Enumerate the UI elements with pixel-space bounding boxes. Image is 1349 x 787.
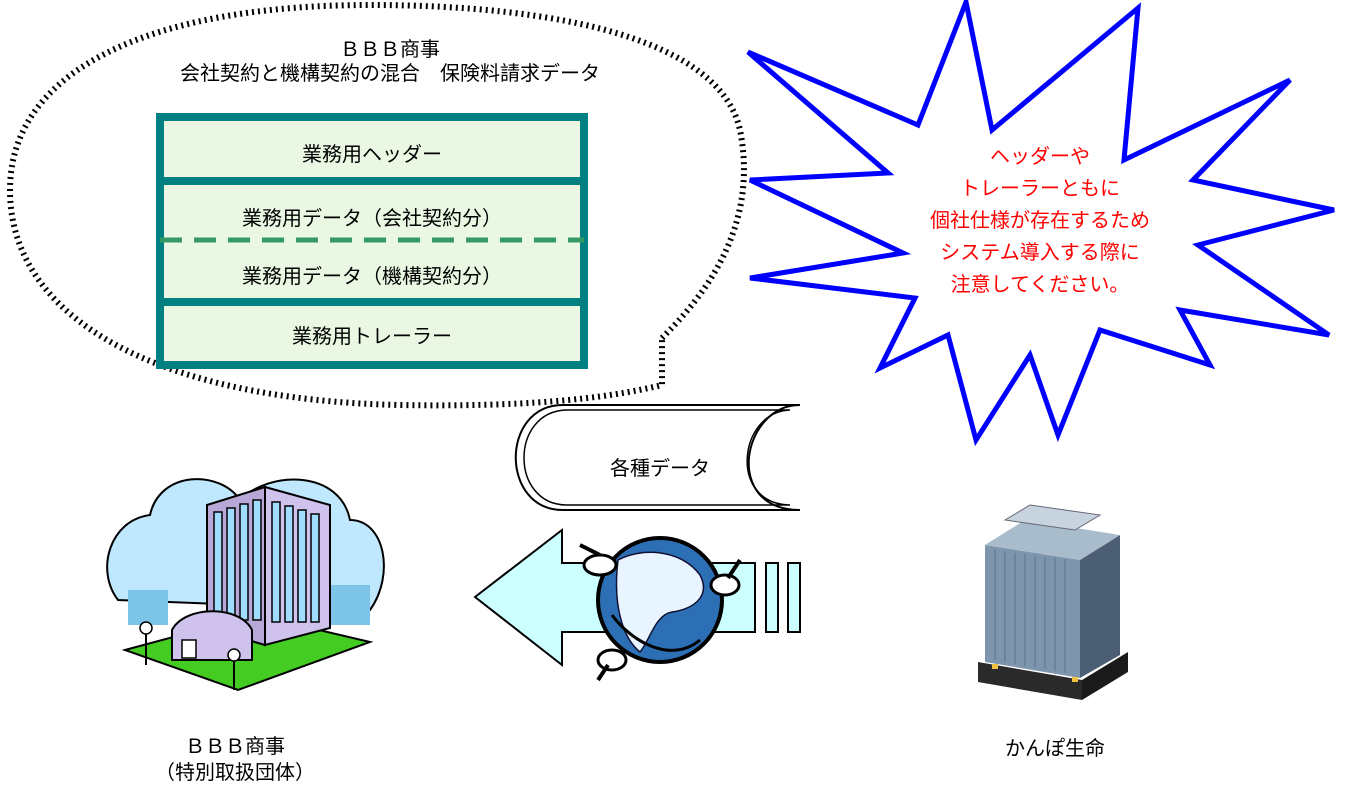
stored-data-shape — [514, 404, 801, 511]
sender-name: ＢＢＢ商事 — [185, 734, 285, 758]
record-trailer-label: 業務用トレーラー — [292, 324, 452, 348]
record-header-label: 業務用ヘッダー — [302, 142, 442, 166]
sender-type: （特別取扱団体） — [155, 760, 315, 784]
speech-bubble — [6, 1, 747, 409]
globe-network-icon — [579, 536, 742, 682]
warning-line5: 注意してください。 — [950, 272, 1130, 296]
record-data-kikou-label: 業務用データ（機構契約分） — [242, 264, 502, 288]
receiver-name: かんぽ生命 — [1005, 736, 1105, 760]
office-building-icon — [106, 478, 385, 692]
warning-starburst — [746, 0, 1335, 447]
warning-line2: トレーラーともに — [960, 176, 1120, 200]
warning-line1: ヘッダーや — [990, 144, 1090, 168]
bubble-title-line2: 会社契約と機構契約の混合 保険料請求データ — [180, 61, 600, 85]
record-data-company-label: 業務用データ（会社契約分） — [242, 206, 502, 230]
warning-line3: 個社仕様が存在するため — [930, 208, 1150, 232]
stored-data-label: 各種データ — [610, 456, 710, 480]
record-box — [156, 113, 588, 369]
warning-line4: システム導入する際に — [940, 240, 1140, 264]
skyscraper-icon — [978, 504, 1128, 700]
bubble-title-line1: ＢＢＢ商事 — [340, 37, 440, 61]
